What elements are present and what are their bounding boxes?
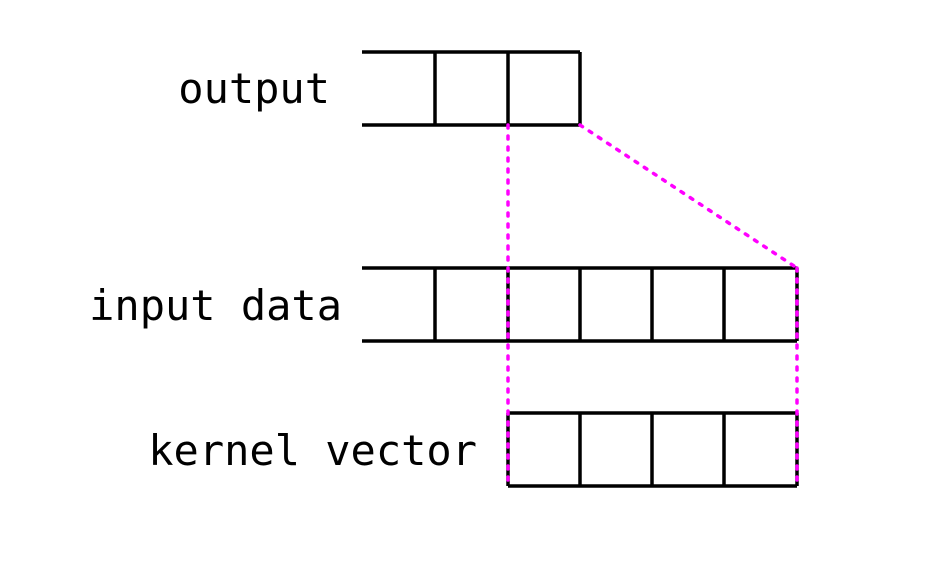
input-data-row bbox=[362, 266, 799, 343]
guide-lines bbox=[506, 123, 799, 488]
kernel-vector-row bbox=[506, 411, 799, 488]
output-label: output bbox=[178, 64, 330, 113]
output-row bbox=[362, 50, 582, 127]
input-data-label: input data bbox=[89, 281, 342, 330]
guide-line-diagonal bbox=[578, 123, 799, 270]
kernel-vector-label: kernel vector bbox=[148, 426, 477, 475]
